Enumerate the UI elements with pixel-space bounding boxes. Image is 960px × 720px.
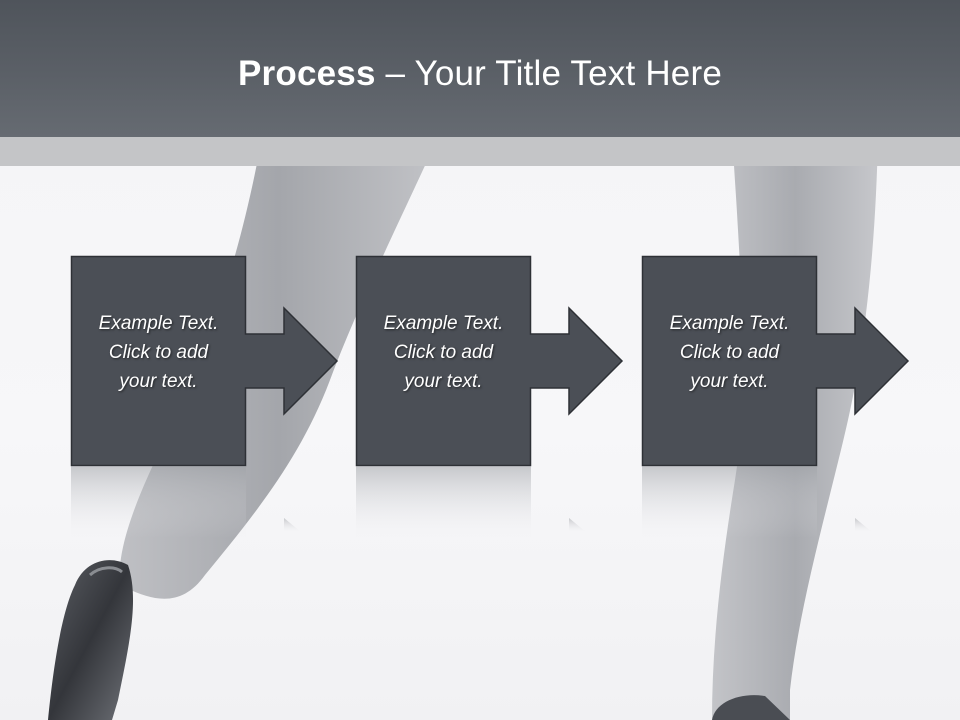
title-bar bbox=[0, 0, 960, 137]
process-arrow-shape bbox=[70, 255, 339, 467]
process-step-2[interactable]: Example Text. Click to add your text. bbox=[355, 255, 624, 467]
step-text[interactable]: Example Text. Click to add your text. bbox=[669, 313, 790, 392]
process-arrow-shape bbox=[355, 255, 624, 467]
title-bold-text: Process bbox=[238, 54, 376, 93]
title-underline-strip bbox=[0, 137, 960, 166]
title-rest-text: – Your Title Text Here bbox=[375, 54, 722, 93]
step-1-reflection bbox=[71, 466, 301, 538]
process-step-3[interactable]: Example Text. Click to add your text. bbox=[641, 255, 910, 467]
step-3-reflection bbox=[642, 466, 872, 538]
step-text[interactable]: Example Text. Click to add your text. bbox=[98, 313, 219, 392]
step-2-reflection bbox=[356, 466, 586, 538]
process-arrow-shape bbox=[641, 255, 910, 467]
step-text[interactable]: Example Text. Click to add your text. bbox=[383, 313, 504, 392]
process-step-1[interactable]: Example Text. Click to add your text. bbox=[70, 255, 339, 467]
slide-title[interactable]: Process – Your Title Text Here bbox=[0, 52, 960, 96]
